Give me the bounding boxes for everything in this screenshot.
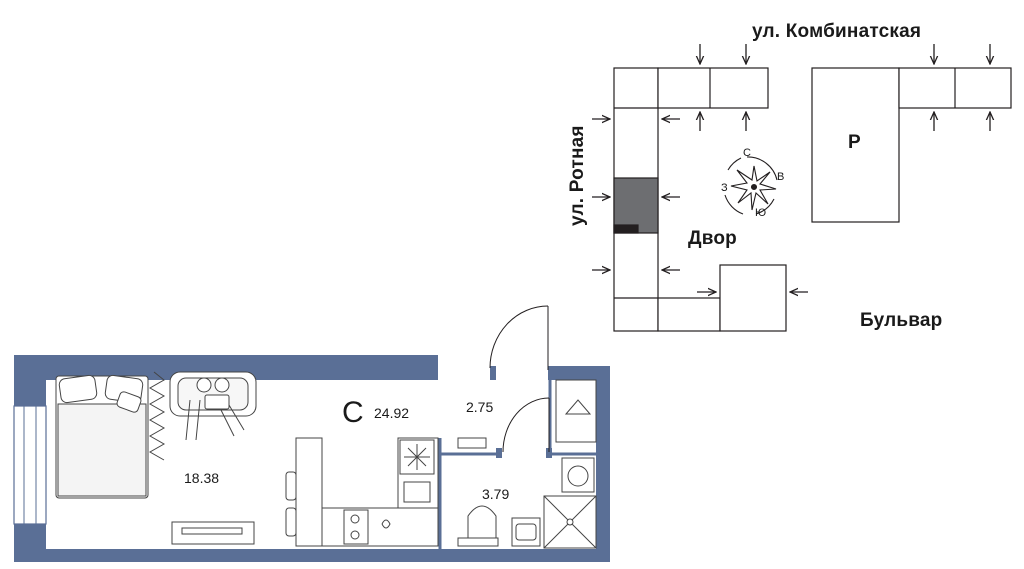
room-divider	[148, 371, 166, 461]
wall-segment	[490, 366, 496, 380]
total-area: 24.92	[374, 405, 410, 421]
toilet	[457, 505, 499, 547]
street-label-left: ул. Ротная	[567, 125, 588, 226]
highlighted-section	[613, 177, 659, 234]
sofa	[169, 371, 257, 441]
building-top-wing	[657, 67, 769, 109]
kitchen	[285, 437, 439, 547]
shower	[543, 495, 597, 549]
compass-west: З	[721, 182, 728, 194]
highlighted-section-entrance	[613, 224, 639, 234]
compass-north: С	[743, 147, 751, 159]
wardrobe	[555, 379, 597, 443]
entrance-door	[489, 305, 549, 370]
street-label-top: ул. Комбинатская	[752, 21, 922, 42]
boulevard-label: Бульвар	[860, 310, 943, 331]
entrance-arrows	[592, 44, 990, 292]
bed	[55, 374, 149, 499]
building-bottom-wing	[657, 297, 721, 332]
compass-east: В	[777, 171, 785, 183]
washing-machine	[561, 457, 595, 493]
compass-south: Ю	[755, 207, 767, 219]
sink	[511, 517, 541, 547]
room-area-living: 18.38	[184, 470, 220, 486]
compass-icon	[724, 156, 778, 215]
room-area-bathroom: 3.79	[482, 486, 510, 502]
shoe-rack	[457, 437, 487, 449]
building-corner-block	[719, 264, 787, 332]
window	[13, 405, 47, 525]
apartment-plan	[13, 305, 610, 562]
bathroom-door	[502, 397, 550, 453]
parking-building	[811, 67, 900, 223]
site-plan	[613, 67, 1012, 332]
room-area-hallway: 2.75	[466, 399, 494, 415]
courtyard-label: Двор	[688, 228, 737, 249]
parking-label: Р	[848, 132, 861, 153]
tv-stand	[171, 521, 255, 545]
wall-segment	[548, 366, 556, 380]
fridge-icon	[404, 444, 430, 470]
apartment-type: С	[342, 396, 364, 429]
